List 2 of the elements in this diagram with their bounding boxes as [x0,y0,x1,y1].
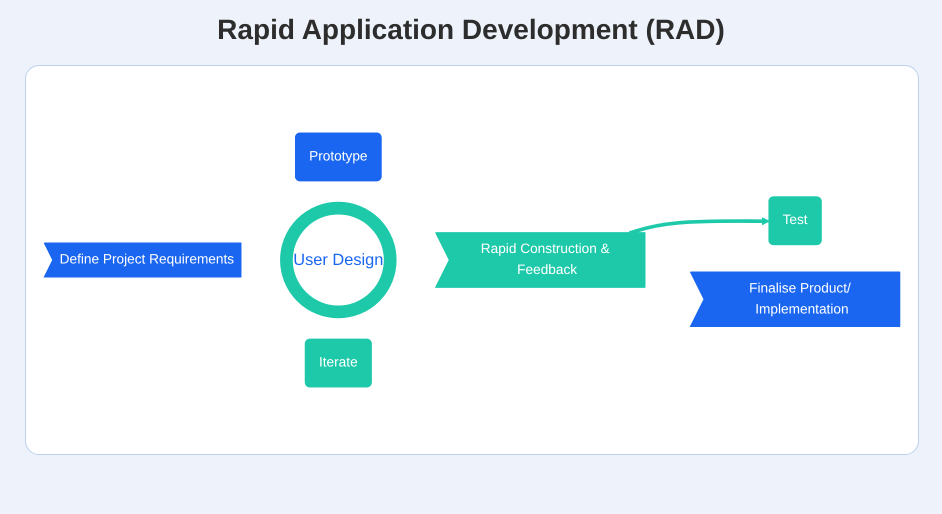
node-circle: User Design [280,202,397,318]
diagram-title: Rapid Application Development (RAD) [216,14,726,46]
